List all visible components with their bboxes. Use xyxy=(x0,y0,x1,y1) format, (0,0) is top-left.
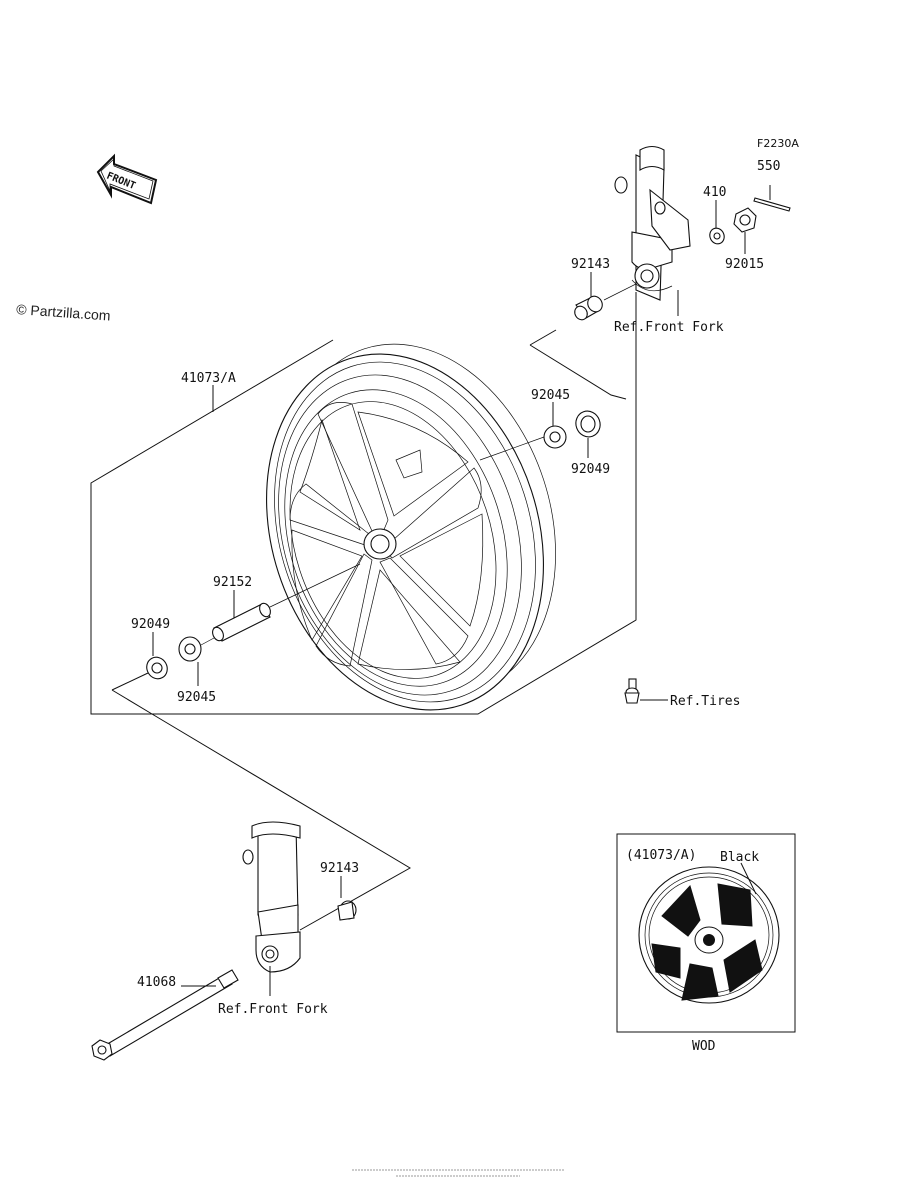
collar-92143-top xyxy=(574,272,637,321)
part-41068-label: 41068 xyxy=(137,975,176,990)
cotter-pin-550 xyxy=(753,185,791,212)
part-92143-bottom-label: 92143 xyxy=(320,861,359,876)
part-41073-label: 41073/A xyxy=(181,371,236,386)
part-92049-left-label: 92049 xyxy=(131,617,170,632)
ref-tires: Ref.Tires xyxy=(670,694,740,709)
front-fork-bottom-illustration xyxy=(242,821,301,973)
front-fork-top-illustration xyxy=(614,145,691,301)
color-variant-inset xyxy=(616,833,796,1033)
part-410-label: 410 xyxy=(703,185,726,200)
part-550-label: 550 xyxy=(757,159,780,174)
axle-41068 xyxy=(91,969,239,1061)
seal-92049-top xyxy=(575,410,601,458)
collar-92143-bottom xyxy=(337,876,357,921)
wheel-41073-illustration xyxy=(266,343,556,711)
ref-front-fork-top: Ref.Front Fork xyxy=(614,320,724,335)
part-92045-top-label: 92045 xyxy=(531,388,570,403)
inset-color: Black xyxy=(720,850,759,865)
diagram-code: F2230A xyxy=(757,137,799,150)
washer-410 xyxy=(709,200,725,245)
watermark: © Partzilla.com xyxy=(16,301,111,324)
front-arrow-icon: FRONT xyxy=(96,153,158,205)
part-92049-top-label: 92049 xyxy=(571,462,610,477)
part-92143-top-label: 92143 xyxy=(571,257,610,272)
assembly-outline xyxy=(90,292,637,715)
seal-92049-left xyxy=(146,632,168,680)
part-92152-label: 92152 xyxy=(213,575,252,590)
inset-part-ref: (41073/A) xyxy=(626,848,696,863)
bottom-leader-lines xyxy=(111,672,411,931)
ref-front-fork-bottom: Ref.Front Fork xyxy=(218,1002,328,1017)
spacer-92152 xyxy=(212,563,361,642)
valve-stem xyxy=(624,678,668,704)
bearing-92045-top xyxy=(479,402,567,461)
footer-fineprint xyxy=(352,1169,565,1177)
part-92045-left-label: 92045 xyxy=(177,690,216,705)
part-92015-label: 92015 xyxy=(725,257,764,272)
inset-code: WOD xyxy=(692,1039,716,1054)
nut-92015 xyxy=(733,207,757,254)
bearing-92045-left xyxy=(178,636,215,686)
